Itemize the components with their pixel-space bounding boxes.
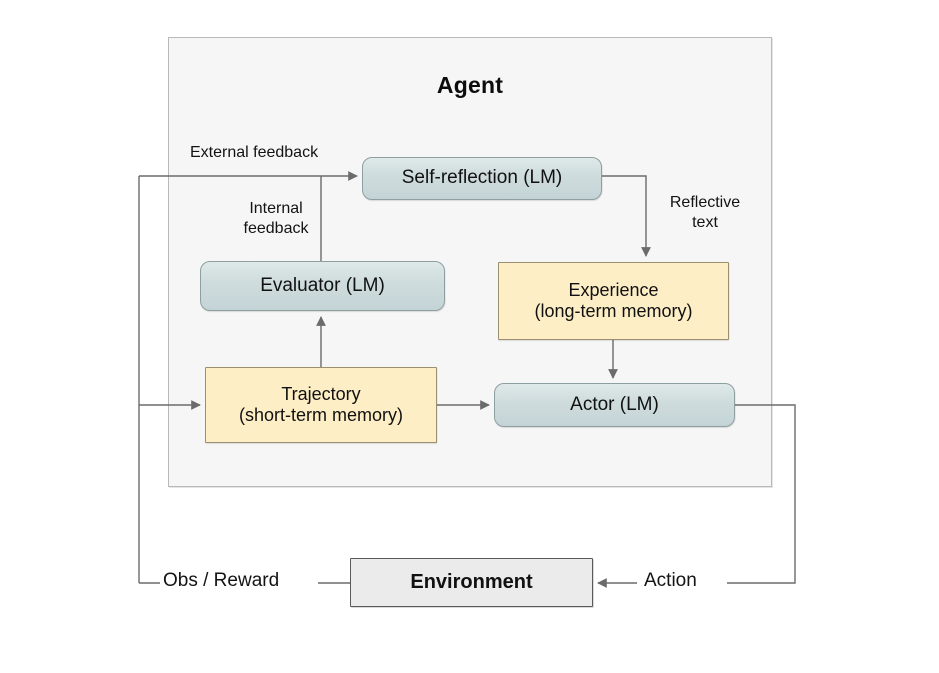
- node-evaluator[interactable]: Evaluator (LM): [200, 261, 445, 311]
- node-experience-label-secondary: (long-term memory): [534, 301, 693, 321]
- node-actor-label: Actor (LM): [570, 393, 659, 415]
- node-experience[interactable]: Experience (long-term memory): [498, 262, 729, 340]
- edge-label-internal-feedback: Internal feedback: [243, 200, 309, 237]
- node-experience-label-primary: Experience: [568, 280, 659, 301]
- node-evaluator-label: Evaluator (LM): [260, 274, 385, 296]
- agent-title: Agent: [436, 72, 504, 98]
- node-self-reflection-label: Self-reflection (LM): [401, 167, 563, 189]
- node-actor[interactable]: Actor (LM): [494, 383, 735, 427]
- edge-label-obs-reward: Obs / Reward: [163, 570, 280, 591]
- node-trajectory-label-secondary: (short-term memory): [238, 405, 403, 425]
- node-environment-label: Environment: [410, 570, 533, 593]
- edge-label-external-feedback: External feedback: [190, 144, 319, 161]
- edge-label-action: Action: [644, 570, 697, 591]
- node-trajectory[interactable]: Trajectory (short-term memory): [205, 367, 437, 443]
- node-environment[interactable]: Environment: [350, 558, 593, 607]
- node-self-reflection[interactable]: Self-reflection (LM): [362, 157, 602, 200]
- edge-label-reflective-text: Reflective text: [669, 194, 741, 231]
- node-trajectory-label-primary: Trajectory: [281, 384, 361, 405]
